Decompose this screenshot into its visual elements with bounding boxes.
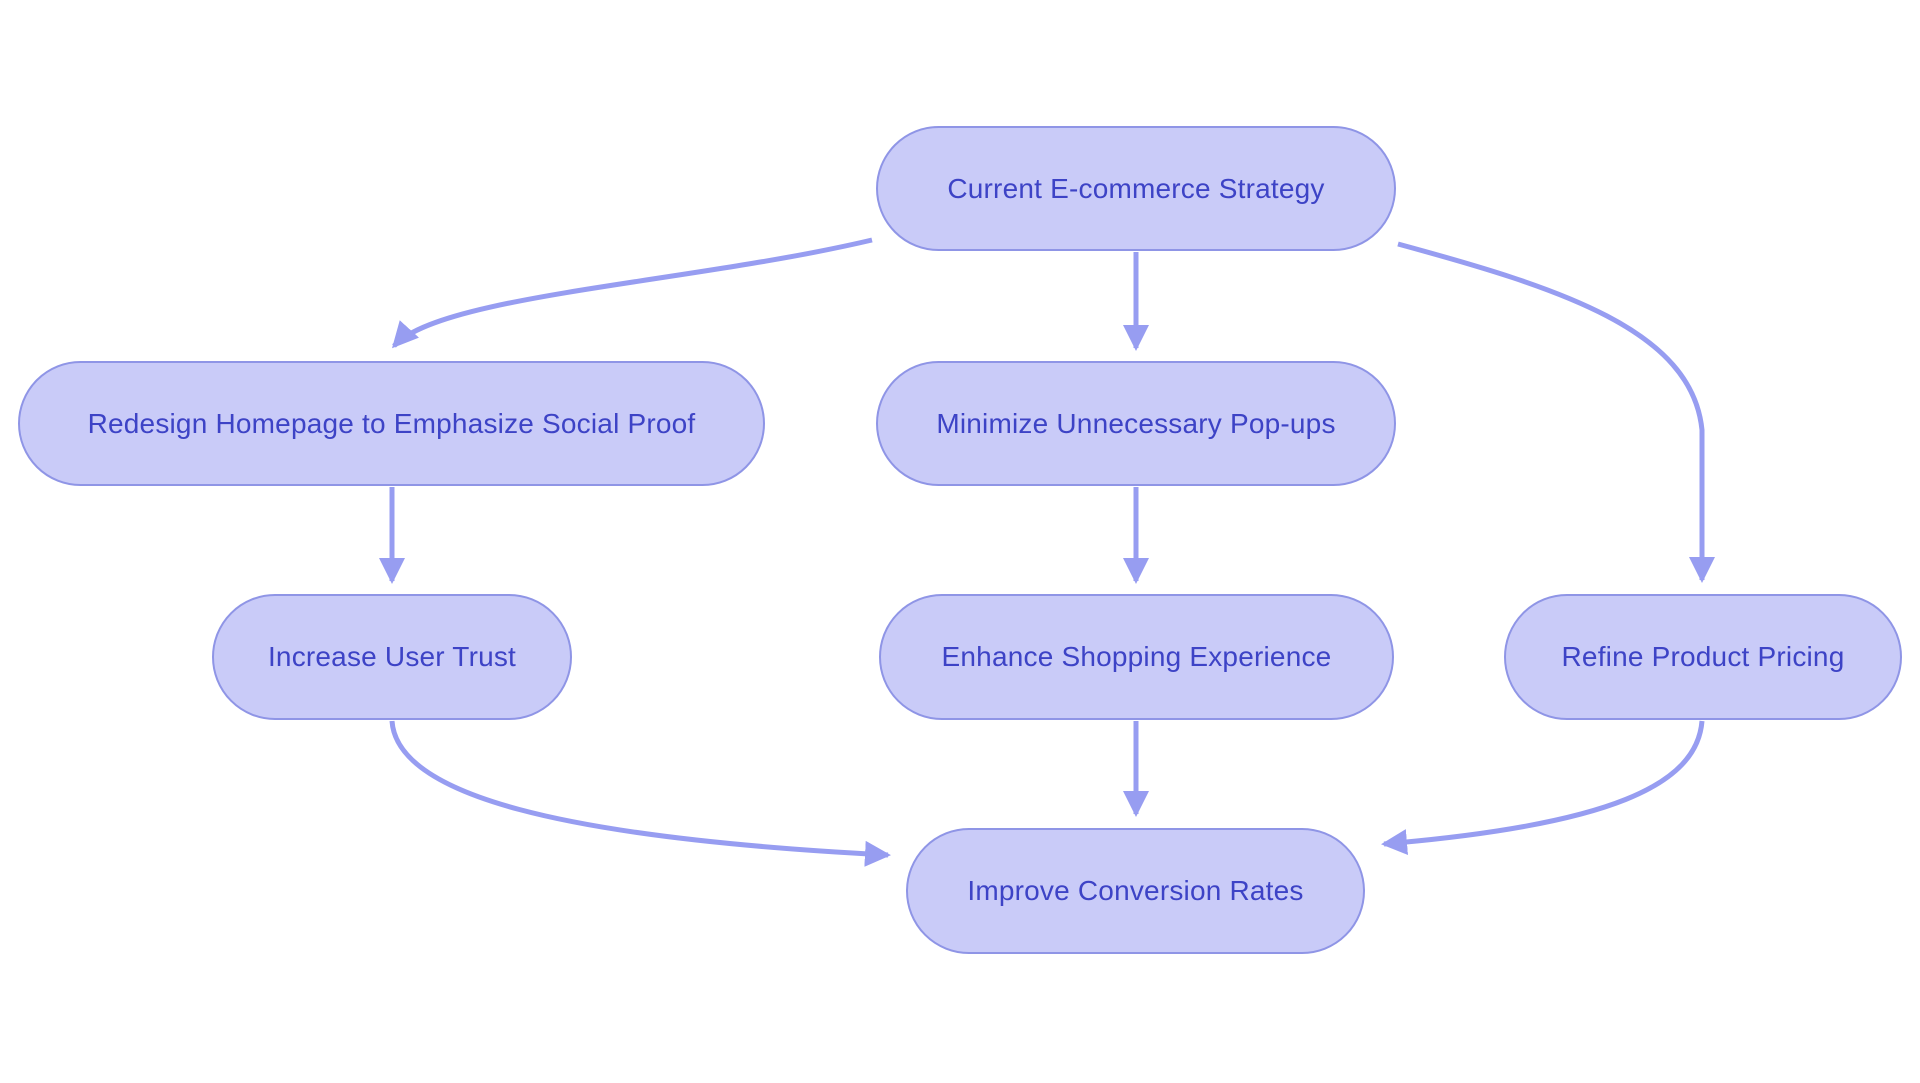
edge-pricing-to-conversion	[1381, 720, 1705, 856]
edge-strategy-to-redesign	[391, 237, 873, 349]
node-redesign-homepage: Redesign Homepage to Emphasize Social Pr…	[18, 361, 765, 486]
node-current-ecommerce-strategy: Current E-commerce Strategy	[876, 126, 1396, 251]
edge-trust-to-conversion	[389, 720, 891, 867]
node-minimize-popups: Minimize Unnecessary Pop-ups	[876, 361, 1396, 486]
node-refine-product-pricing: Refine Product Pricing	[1504, 594, 1902, 720]
node-increase-user-trust: Increase User Trust	[212, 594, 572, 720]
edge-strategy-to-pricing	[1397, 241, 1715, 584]
node-improve-conversion-rates: Improve Conversion Rates	[906, 828, 1365, 954]
node-enhance-shopping-experience: Enhance Shopping Experience	[879, 594, 1394, 720]
